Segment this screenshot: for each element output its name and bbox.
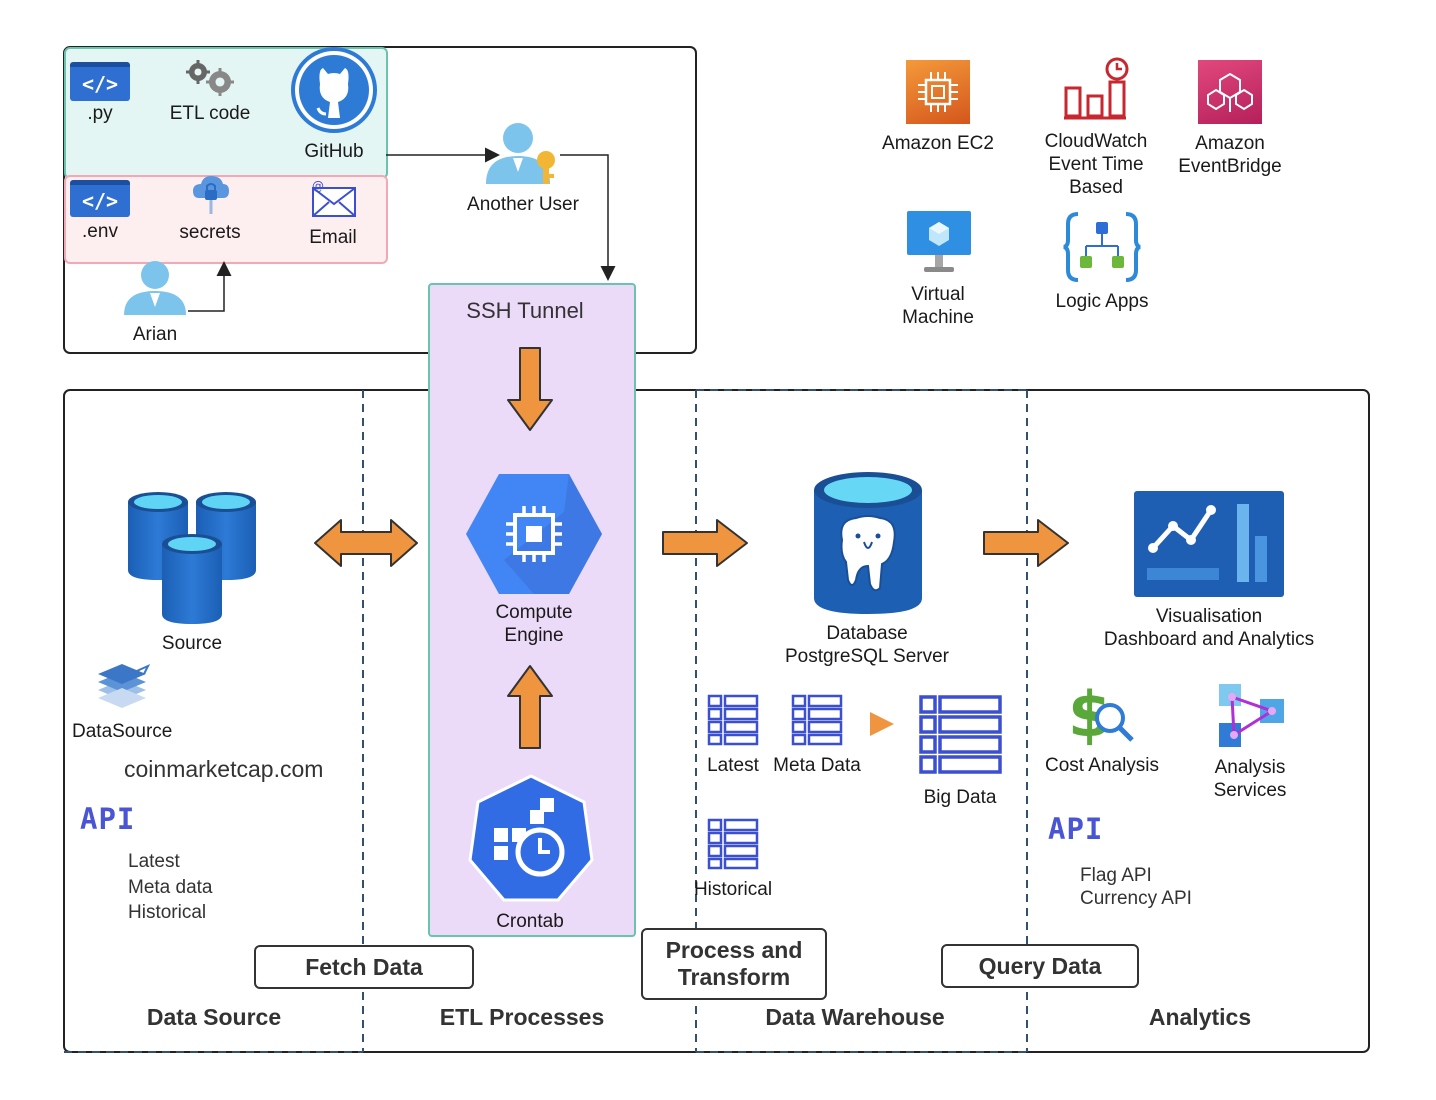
fetch-data-text: Fetch Data [305, 953, 423, 980]
chip-icon [918, 72, 958, 112]
analysis-services-label-2: Services [1213, 780, 1287, 801]
secrets-label: secrets [179, 222, 241, 243]
logic-apps-label: Logic Apps [1055, 291, 1149, 312]
ssh-tunnel-label: SSH Tunnel [466, 298, 584, 323]
table-icon-meta [791, 694, 843, 746]
process-text-2: Transform [677, 964, 791, 990]
endpoint-latest: Latest [128, 851, 180, 872]
secrets-icon [193, 176, 229, 214]
arrow-right-icon-2 [983, 519, 1069, 567]
virtual-machine-icon [907, 211, 971, 272]
email-label: Email [309, 227, 357, 248]
table-icon-bigdata [919, 695, 1002, 774]
arian-to-secrets-arrow [188, 261, 232, 312]
cloudwatch-label-3: Based [1069, 177, 1123, 198]
section-data-source: Data Source [146, 1004, 282, 1030]
endpoint-meta: Meta data [128, 877, 213, 898]
ec2-icon [906, 60, 970, 124]
table-icon-historical [707, 818, 759, 870]
gear-icon [186, 60, 234, 96]
eventbridge-label-2: EventBridge [1178, 156, 1282, 177]
fetch-data-tag: Fetch Data [254, 945, 474, 989]
arrow-down-icon [507, 347, 553, 431]
api-logo-source: API [80, 802, 136, 836]
cost-analysis-icon: $ [1068, 678, 1134, 751]
env-code-icon: </> [70, 180, 130, 217]
env-label: .env [82, 221, 118, 242]
logic-apps-icon [1063, 212, 1141, 282]
vm-label-2: Machine [902, 307, 974, 328]
analysis-services-label-1: Analysis [1214, 757, 1286, 778]
cloudwatch-label-2: Event Time [1048, 154, 1144, 175]
cloudwatch-label-1: CloudWatch [1044, 131, 1148, 152]
query-data-text: Query Data [978, 952, 1102, 979]
network-icon [1207, 72, 1253, 112]
bidirectional-arrow-icon [314, 519, 418, 567]
historical-label: Historical [693, 879, 773, 900]
arian-label: Arian [132, 324, 178, 345]
etl-code-label: ETL code [169, 103, 251, 124]
another-user-label: Another User [467, 194, 579, 215]
user-key-icon [486, 123, 555, 184]
section-etl: ETL Processes [439, 1004, 605, 1030]
process-text-1: Process and [665, 937, 803, 963]
github-label: GitHub [304, 141, 364, 162]
eventbridge-label-1: Amazon [1195, 133, 1265, 154]
arrow-right-icon [662, 519, 748, 567]
cloudwatch-icon [1064, 57, 1129, 120]
flag-api-label: Flag API [1080, 865, 1152, 886]
db-label-1: Database [826, 623, 908, 644]
compute-engine-icon [466, 474, 602, 594]
analysis-services-icon [1219, 684, 1284, 747]
svg-text:@: @ [312, 179, 324, 193]
github-icon [291, 47, 377, 133]
dashboard-icon [1134, 491, 1284, 597]
py-code-icon: </> [70, 62, 130, 101]
process-transform-tag: Process and Transform [641, 928, 827, 1000]
datasource-icon [98, 663, 151, 708]
user-to-ssh-arrow [560, 154, 616, 281]
latest-label: Latest [707, 755, 759, 776]
table-icon-latest [707, 694, 759, 746]
crontab-label: Crontab [496, 911, 564, 932]
big-data-label: Big Data [923, 787, 997, 808]
email-icon: @ [312, 179, 356, 217]
viz-label-1: Visualisation [1155, 606, 1263, 627]
triangle-right-icon [870, 712, 894, 736]
api-logo-analytics: API [1048, 812, 1104, 846]
site-label: coinmarketcap.com [124, 756, 324, 782]
compute-engine-label-2: Engine [504, 625, 564, 646]
user-icon-arian [124, 261, 186, 315]
cost-analysis-label: Cost Analysis [1044, 755, 1160, 776]
ec2-label: Amazon EC2 [882, 133, 994, 154]
eventbridge-icon [1198, 60, 1262, 124]
section-warehouse: Data Warehouse [765, 1004, 945, 1030]
datasource-label: DataSource [72, 721, 173, 742]
vm-label-1: Virtual [911, 284, 965, 305]
compute-engine-label-1: Compute [495, 602, 573, 623]
database-cluster-icon [128, 492, 256, 624]
section-analytics: Analytics [1148, 1004, 1252, 1030]
meta-label: Meta Data [773, 755, 861, 776]
viz-label-2: Dashboard and Analytics [1103, 629, 1315, 650]
db-label-2: PostgreSQL Server [784, 646, 950, 667]
arrow-up-icon [507, 665, 553, 749]
currency-api-label: Currency API [1080, 888, 1192, 909]
py-label: .py [87, 103, 113, 124]
query-data-tag: Query Data [941, 944, 1139, 988]
endpoint-historical: Historical [128, 902, 207, 923]
crontab-icon [468, 774, 594, 902]
postgresql-icon [814, 472, 922, 614]
source-label: Source [161, 633, 223, 654]
